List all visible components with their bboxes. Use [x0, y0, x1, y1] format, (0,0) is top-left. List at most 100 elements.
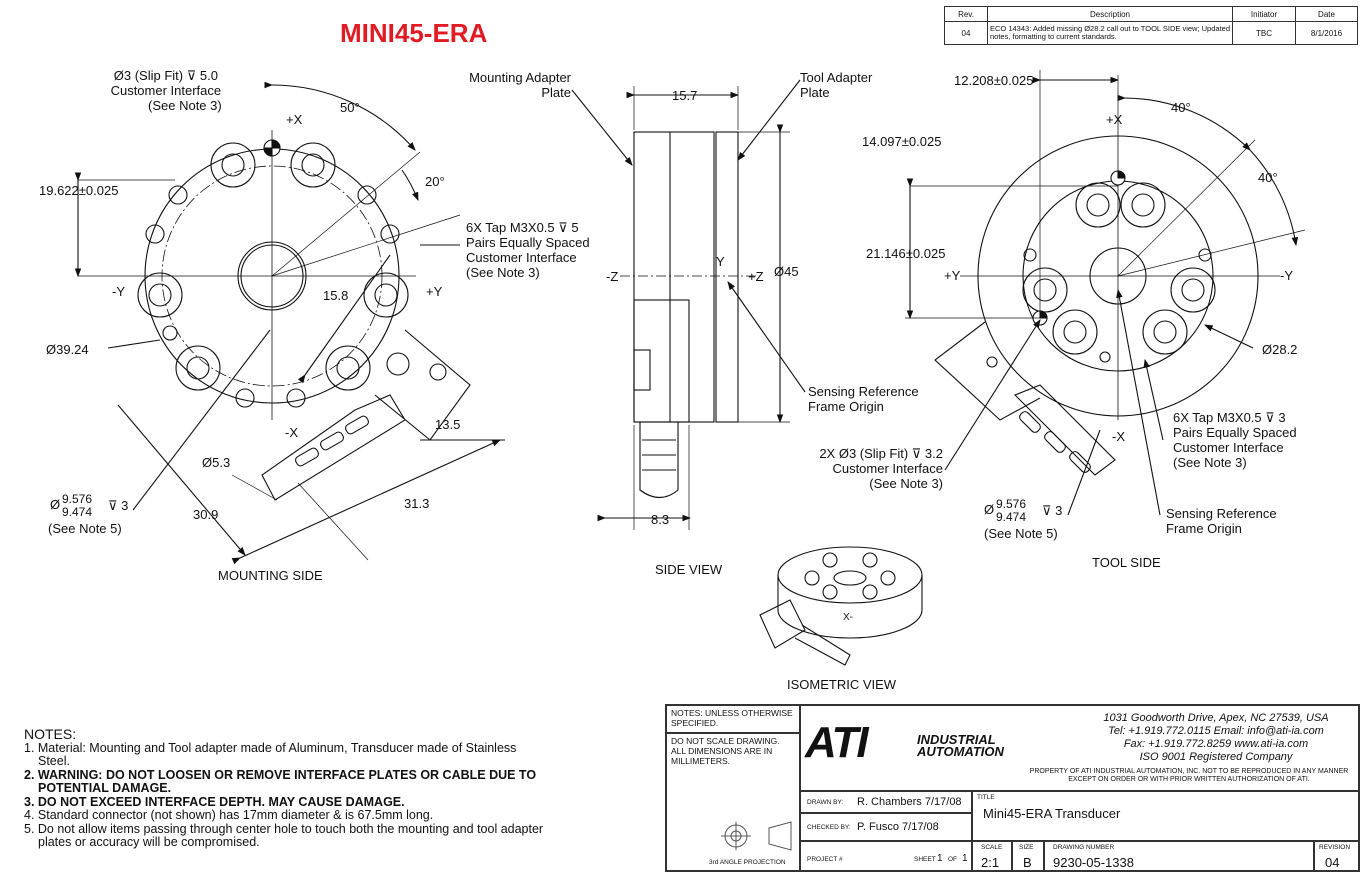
- checked-by-value: P. Fusco 7/17/08: [857, 821, 939, 833]
- drawing-number-cell: DRAWING NUMBER 9230-05-1338: [1044, 841, 1314, 871]
- ts-angle-40b: 40°: [1258, 170, 1278, 185]
- ms-tol-top: 9.576: [62, 492, 93, 506]
- ms-dim-135: 13.5: [435, 417, 460, 432]
- sheet-value: 1: [937, 853, 943, 864]
- notes-heading: NOTES:: [24, 726, 77, 742]
- drawing-number-label: DRAWING NUMBER: [1053, 844, 1115, 851]
- ts-tol-note: (See Note 5): [984, 526, 1058, 541]
- ms-tap-line1: 6X Tap M3X0.5 ⊽ 5: [466, 220, 579, 235]
- ms-angle-50: 50°: [340, 100, 360, 115]
- address-line1: 1031 Goodworth Drive, Apex, NC 27539, US…: [1103, 712, 1329, 724]
- company-cell: ATI INDUSTRIAL AUTOMATION 1031 Goodworth…: [800, 705, 1359, 791]
- sheet-of-value: 1: [962, 853, 968, 864]
- size-cell: SIZE B: [1012, 841, 1044, 871]
- address-line2: Tel: +1.919.772.0115 Email: info@ati-ia.…: [1108, 725, 1324, 737]
- of-label: OF: [948, 856, 958, 863]
- note-1: 1. Material: Mounting and Tool adapter m…: [24, 740, 517, 768]
- address-line4: ISO 9001 Registered Company: [1139, 751, 1293, 763]
- ts-slip-line3: (See Note 3): [869, 476, 943, 491]
- ts-axis-nx: -X: [1112, 429, 1125, 444]
- ms-tol-depth: ⊽ 3: [108, 498, 129, 513]
- ms-axis-ny: -Y: [112, 284, 125, 299]
- rev-initiator: TBC: [1232, 21, 1296, 45]
- ms-axis-px: +X: [286, 112, 303, 127]
- title-label: TITLE: [977, 794, 995, 801]
- sheet-label: SHEET: [914, 856, 936, 863]
- ms-dim-3924: Ø39.24: [46, 342, 89, 357]
- ms-dim-313: 31.3: [404, 496, 429, 511]
- ts-tol-bottom: 9.474: [996, 510, 1027, 524]
- ms-dim-158: 15.8: [323, 288, 348, 303]
- ms-angle-20: 20°: [425, 174, 445, 189]
- ms-dim-19622: 19.622±0.025: [39, 183, 118, 198]
- ms-slip-fit-line1: Ø3 (Slip Fit) ⊽ 5.0: [113, 68, 218, 83]
- tool-side-label: TOOL SIDE: [1092, 555, 1161, 570]
- revision-label: REVISION: [1319, 844, 1351, 851]
- ts-tap-line2: Pairs Equally Spaced: [1173, 425, 1297, 440]
- sv-ta-line2: Plate: [800, 85, 830, 100]
- isometric-drawing: [759, 546, 923, 666]
- scale-label: SCALE: [981, 844, 1003, 851]
- ts-slip-line2: Customer Interface: [832, 461, 943, 476]
- sv-sensing-ref-callout: Sensing Reference Frame Origin: [808, 384, 919, 414]
- sv-ma-line2: Plate: [541, 85, 571, 100]
- ts-dim-12208: 12.208±0.025: [954, 73, 1033, 88]
- title-cell: TITLE Mini45-ERA Transducer: [972, 791, 1359, 841]
- ms-tap-line3: Customer Interface: [466, 250, 577, 265]
- do-not-scale-cell: DO NOT SCALE DRAWING. ALL DIMENSIONS ARE…: [666, 733, 800, 871]
- ts-angle-40a: 40°: [1171, 100, 1191, 115]
- ts-axis-py: +Y: [944, 268, 961, 283]
- ts-slip-line1: 2X Ø3 (Slip Fit) ⊽ 3.2: [819, 446, 943, 461]
- title-value: Mini45-ERA Transducer: [983, 806, 1121, 821]
- sv-tool-adapter-callout: Tool Adapter Plate: [800, 70, 872, 100]
- ts-dim-282: Ø28.2: [1262, 342, 1297, 357]
- ts-dim-14097: 14.097±0.025: [862, 134, 941, 149]
- notes-unless-cell: NOTES: UNLESS OTHERWISE SPECIFIED.: [666, 705, 800, 733]
- note-5: 5. Do not allow items passing through ce…: [24, 821, 544, 849]
- side-view-drawing: [571, 79, 806, 530]
- ts-sr-line1: Sensing Reference: [1166, 506, 1277, 521]
- ms-tap-callout: 6X Tap M3X0.5 ⊽ 5 Pairs Equally Spaced C…: [466, 220, 590, 280]
- ts-tap-line4: (See Note 3): [1173, 455, 1247, 470]
- ms-dim-309: 30.9: [193, 507, 218, 522]
- ati-logo: ATI INDUSTRIAL AUTOMATION: [805, 718, 1004, 768]
- sv-axis-y: Y: [716, 254, 725, 269]
- checked-by-cell: CHECKED BY: P. Fusco 7/17/08: [800, 813, 972, 841]
- ts-sr-line2: Frame Origin: [1166, 521, 1242, 536]
- rev-value: 04: [944, 21, 988, 45]
- projection-label: 3rd ANGLE PROJECTION: [709, 859, 786, 866]
- sv-axis-nz: -Z: [606, 269, 618, 284]
- logo-ati-text: ATI: [805, 718, 869, 767]
- ts-axis-px: +X: [1106, 112, 1123, 127]
- size-label: SIZE: [1019, 844, 1034, 851]
- ts-tap-callout: 6X Tap M3X0.5 ⊽ 3 Pairs Equally Spaced C…: [1173, 410, 1297, 470]
- sv-ta-line1: Tool Adapter: [800, 70, 873, 85]
- sv-axis-pz: +Z: [748, 269, 764, 284]
- drawing-number-value: 9230-05-1338: [1053, 855, 1134, 870]
- sv-mounting-adapter-callout: Mounting Adapter Plate: [461, 70, 571, 100]
- scale-cell: SCALE 2:1: [972, 841, 1012, 871]
- project-cell: PROJECT # SHEET 1 OF 1: [800, 841, 972, 871]
- tool-side-drawing: [905, 70, 1306, 516]
- rev-date: 8/1/2016: [1295, 21, 1358, 45]
- ms-axis-nx: -X: [285, 425, 298, 440]
- sv-dim-45: Ø45: [774, 264, 799, 279]
- sv-ma-line1: Mounting Adapter: [469, 70, 571, 85]
- iso-axis: X-: [843, 612, 853, 623]
- ts-sensing-ref-callout: Sensing Reference Frame Origin: [1166, 506, 1277, 536]
- scale-value: 2:1: [981, 855, 1000, 870]
- revision-table: Rev. Description Initiator Date 04 ECO 1…: [944, 6, 1358, 45]
- note-4: 4. Standard connector (not shown) has 17…: [24, 808, 434, 822]
- revision-value: 04: [1325, 855, 1340, 870]
- drawing-title: MINI45-ERA: [340, 18, 488, 48]
- notes-section: NOTES: 1. Material: Mounting and Tool ad…: [24, 726, 544, 850]
- ms-slip-fit-line3: (See Note 3): [148, 98, 222, 113]
- note-2: 2. WARNING: DO NOT LOOSEN OR REMOVE INTE…: [24, 767, 537, 795]
- sv-dim-157: 15.7: [672, 88, 697, 103]
- side-view-label: SIDE VIEW: [655, 562, 723, 577]
- isometric-view-label: ISOMETRIC VIEW: [787, 677, 897, 692]
- ms-axis-py: +Y: [426, 284, 443, 299]
- ts-axis-ny: -Y: [1280, 268, 1293, 283]
- sv-sr-line2: Frame Origin: [808, 399, 884, 414]
